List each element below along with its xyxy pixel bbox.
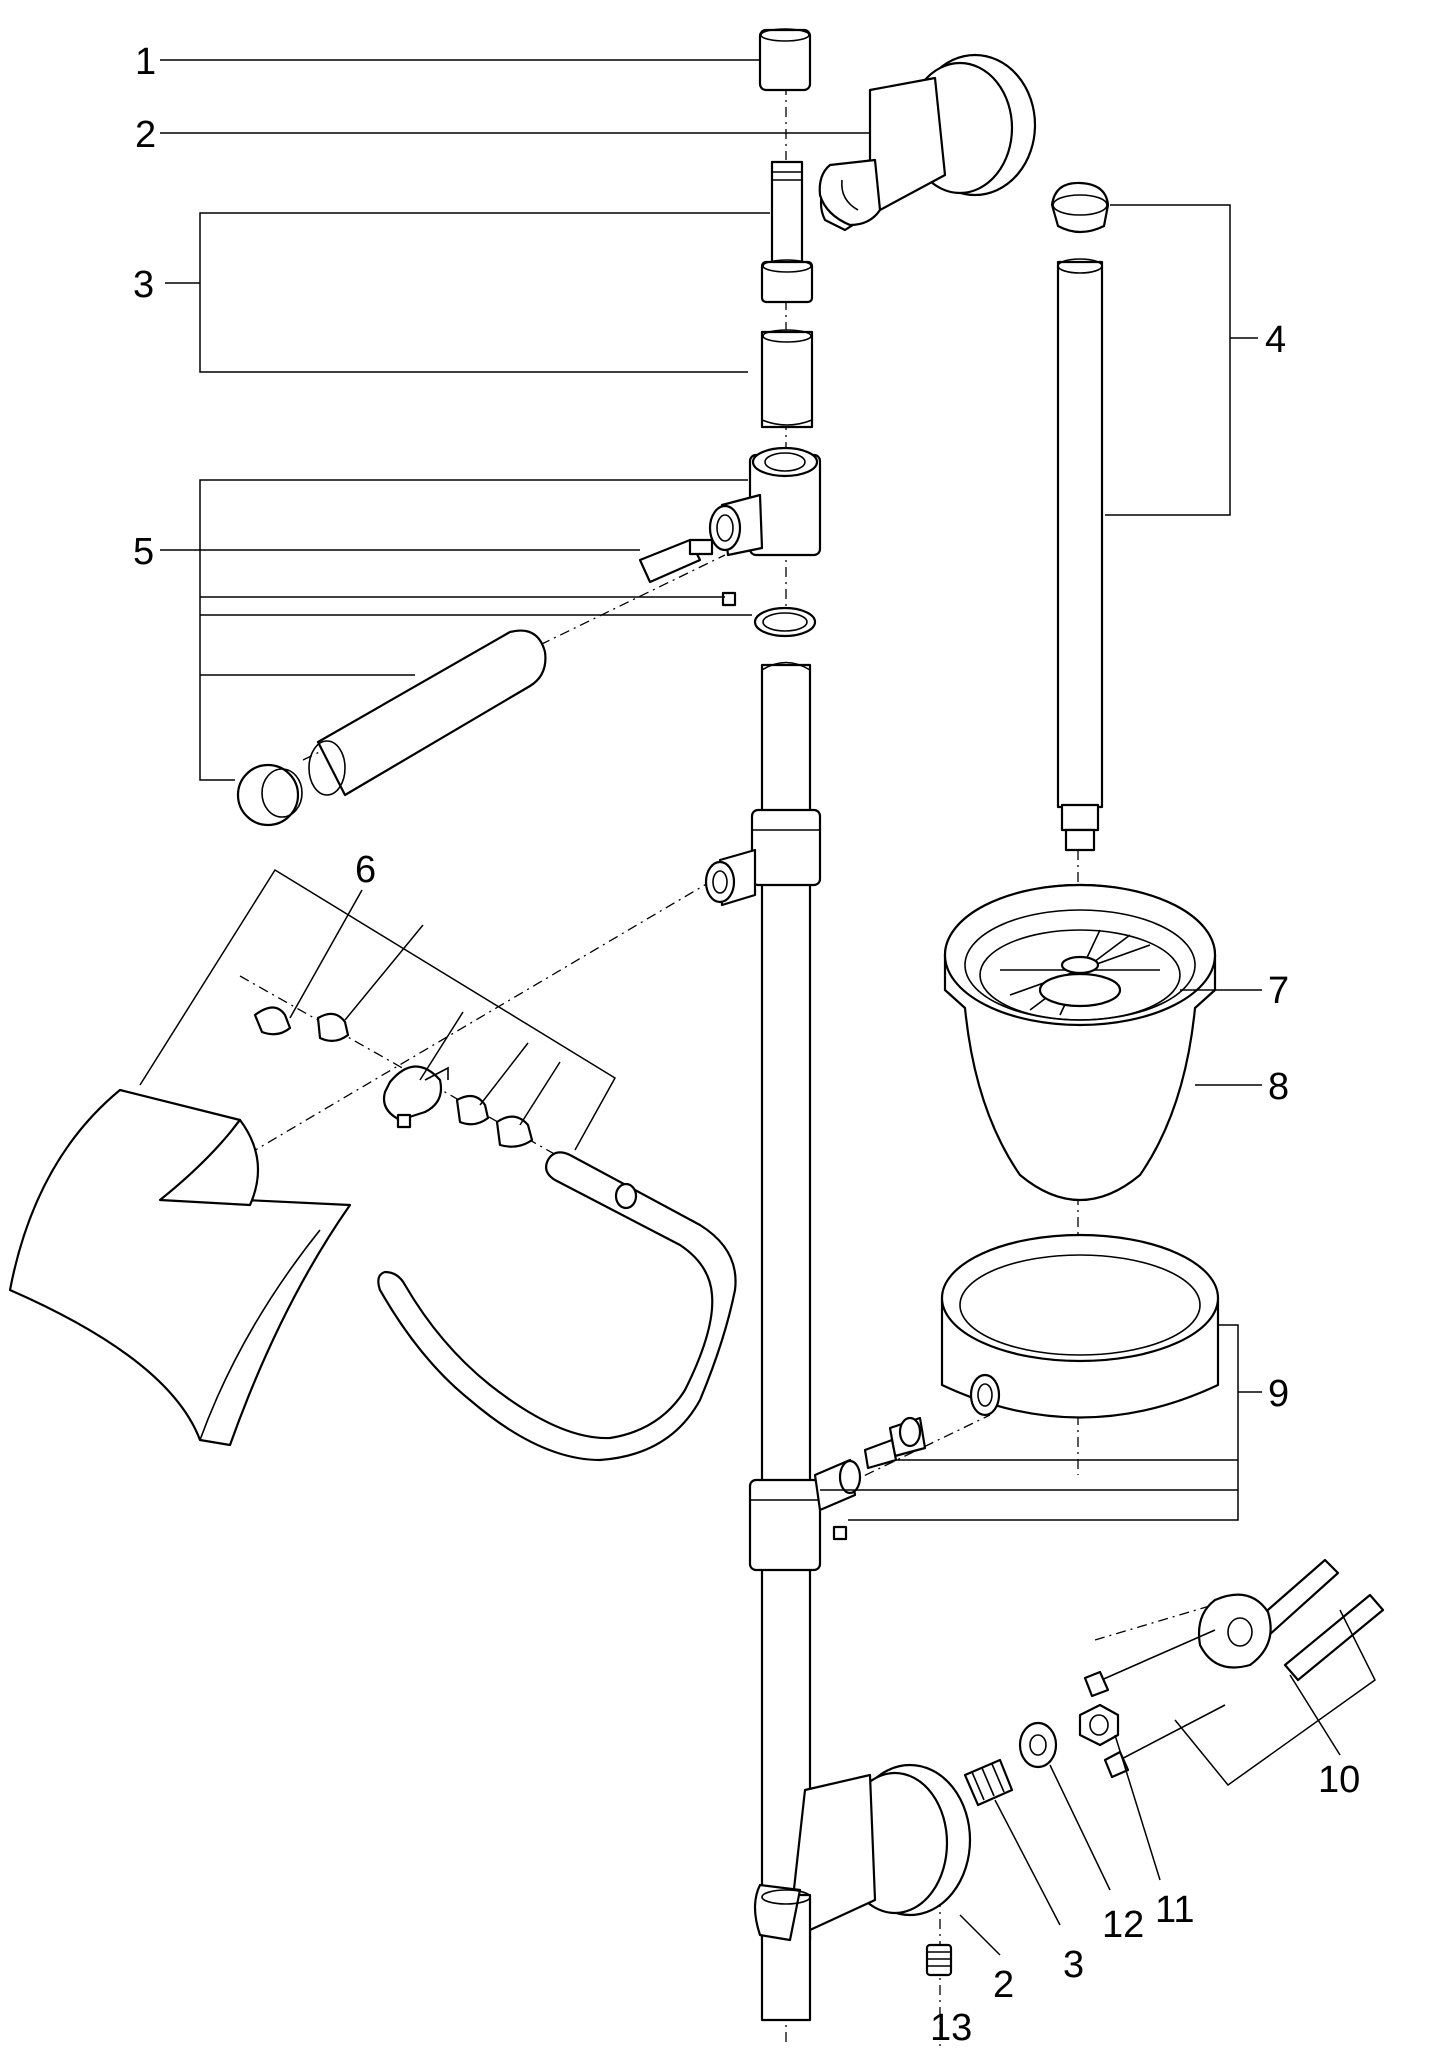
label-2-lower: 2	[993, 1964, 1014, 2006]
label-3-upper: 3	[133, 264, 154, 306]
part-12-washer	[1018, 1721, 1058, 1769]
label-6: 6	[355, 849, 376, 891]
part-13-set-screw	[925, 1943, 953, 1977]
leader-lines	[139, 59, 1376, 1956]
part-7-brush-head	[1000, 929, 1160, 1016]
part-9-ring-holder	[832, 1233, 1220, 1541]
label-1: 1	[135, 41, 156, 83]
part-1-end-cap	[758, 28, 812, 92]
part-3-upper-connector	[760, 160, 814, 429]
part-6-paper-holder	[8, 1006, 737, 1462]
label-2-upper: 2	[135, 114, 156, 156]
label-12: 12	[1102, 1904, 1144, 1946]
label-4: 4	[1265, 319, 1286, 361]
part-2-upper-wall-bracket	[818, 53, 1037, 232]
part-2-lower-wall-bracket	[753, 1763, 972, 2022]
label-13: 13	[930, 2007, 972, 2048]
part-4-brush-handle-rod	[1050, 181, 1110, 852]
label-11: 11	[1155, 1889, 1194, 1931]
part-8-glass-bowl	[943, 883, 1217, 1201]
part-5-tee-and-rod	[236, 446, 822, 827]
part-10-wall-anchors	[1083, 1558, 1385, 1779]
part-11-nut	[1078, 1703, 1120, 1747]
part-3-threaded-stud	[963, 1758, 1014, 1807]
label-8: 8	[1268, 1066, 1289, 1108]
label-7: 7	[1268, 970, 1289, 1012]
callout-labels: 1 2 3 4 5 6 7 8 9 10 11 12 3 2 13	[133, 41, 1360, 2048]
label-9: 9	[1268, 1373, 1289, 1415]
main-vertical-rail	[704, 661, 862, 1942]
label-5: 5	[133, 531, 154, 573]
label-10: 10	[1318, 1759, 1360, 1801]
label-3-lower: 3	[1063, 1944, 1084, 1986]
